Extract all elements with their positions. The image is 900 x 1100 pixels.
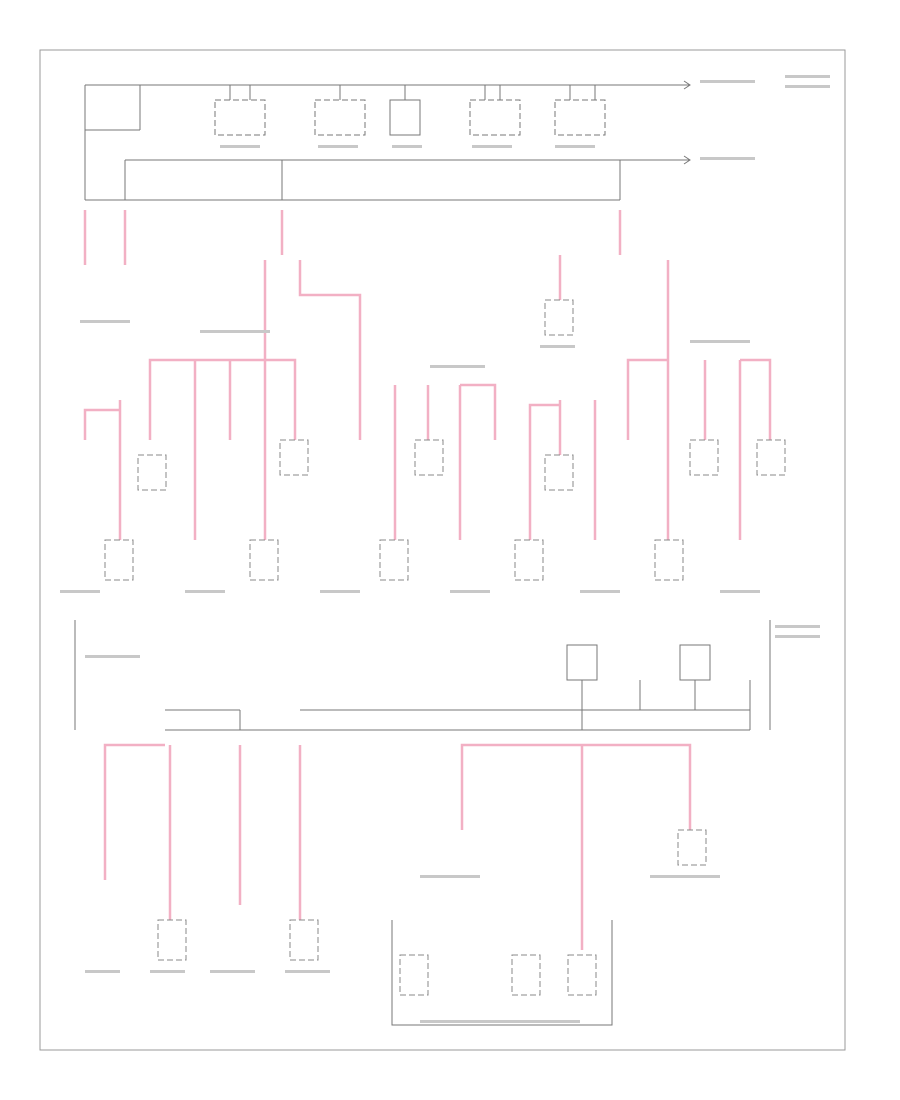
bottom-components: [157, 829, 707, 996]
component-c3: [414, 439, 444, 476]
component-c9: [249, 539, 279, 581]
bottom-bus: [74, 620, 771, 1026]
component-c7: [544, 299, 574, 336]
fuse-box-5: [554, 99, 606, 136]
component-c16a: [399, 954, 429, 996]
relay-box-2: [679, 644, 711, 681]
label-marks: [60, 75, 830, 1023]
component-c11: [514, 539, 544, 581]
component-c5: [689, 439, 719, 476]
component-c8: [104, 539, 134, 581]
component-c13: [157, 919, 187, 961]
component-c16b: [511, 954, 541, 996]
fuse-box-2: [314, 99, 366, 136]
component-c16c: [567, 954, 597, 996]
diagram-frame: [39, 49, 846, 1051]
component-c10: [379, 539, 409, 581]
middle-bus-wires: [83, 255, 772, 540]
component-c12: [654, 539, 684, 581]
pink-feeds-top: [83, 210, 622, 265]
fuse-box-3: [389, 99, 421, 136]
top-fuse-block: [84, 80, 691, 201]
component-c15: [677, 829, 707, 866]
relay-box-1: [566, 644, 598, 681]
pink-feeds-bottom: [103, 743, 692, 950]
fuse-box-1: [214, 99, 266, 136]
component-c6: [756, 439, 786, 476]
middle-components: [104, 299, 786, 581]
fuse-box-4: [469, 99, 521, 136]
component-c1: [137, 454, 167, 491]
component-c14: [289, 919, 319, 961]
component-c4: [544, 454, 574, 491]
component-c2: [279, 439, 309, 476]
